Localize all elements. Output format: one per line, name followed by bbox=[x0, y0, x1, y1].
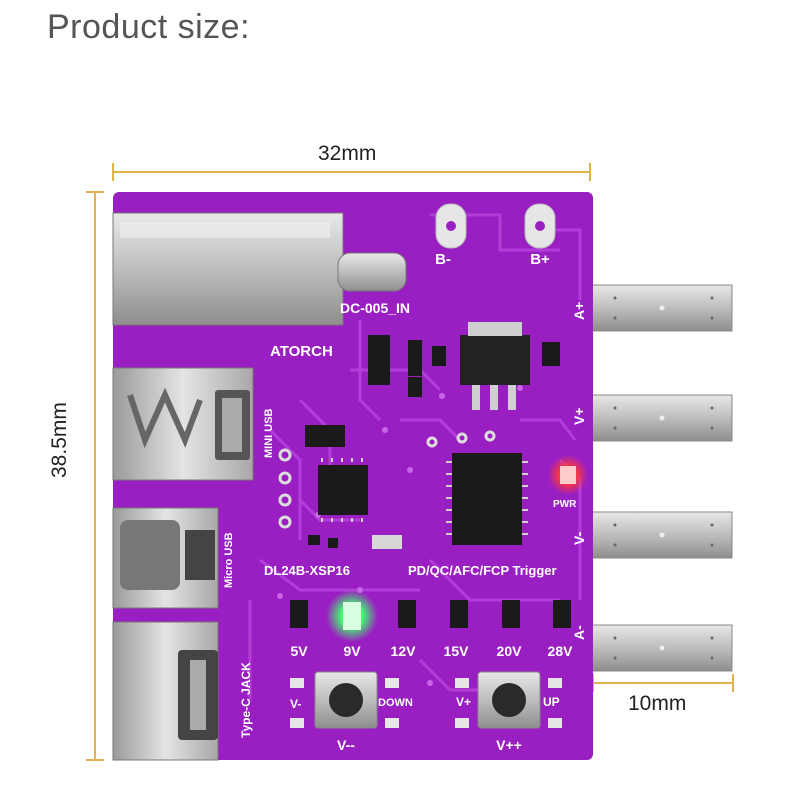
label-b-minus: B- bbox=[435, 251, 451, 268]
label-micro-usb: Micro USB bbox=[223, 532, 235, 588]
dimension-right bbox=[592, 674, 734, 692]
label-mini-usb: MINI USB bbox=[263, 408, 275, 458]
label-9v: 9V bbox=[343, 643, 361, 659]
height-dimension-label: 38.5mm bbox=[48, 402, 71, 478]
type-c-port bbox=[112, 621, 219, 761]
battery-pads bbox=[435, 203, 556, 249]
label-a-minus: A- bbox=[571, 625, 587, 640]
label-btn-left-minus: V- bbox=[290, 697, 301, 711]
label-5v: 5V bbox=[290, 643, 308, 659]
dimension-left bbox=[86, 191, 104, 761]
down-button[interactable] bbox=[314, 671, 378, 729]
label-12v: 12V bbox=[391, 643, 417, 659]
dimension-top bbox=[112, 163, 591, 181]
tab-dimension-label: 10mm bbox=[628, 692, 687, 715]
label-brand: ATORCH bbox=[270, 343, 333, 360]
label-up: UP bbox=[543, 695, 560, 709]
passive-components bbox=[308, 335, 560, 549]
label-down: DOWN bbox=[378, 697, 413, 709]
voltage-regulator bbox=[460, 322, 530, 410]
label-v-minus-minus: V-- bbox=[337, 737, 355, 753]
voltage-leds bbox=[290, 590, 571, 642]
label-btn-right-plus: V+ bbox=[456, 695, 471, 709]
pwr-led bbox=[548, 455, 588, 495]
page-title: Product size: bbox=[47, 8, 251, 46]
dc-barrel-jack bbox=[112, 212, 407, 326]
button-pads bbox=[290, 678, 562, 728]
label-28v: 28V bbox=[548, 643, 574, 659]
mini-usb-port bbox=[112, 367, 254, 481]
main-ic bbox=[446, 453, 528, 545]
label-b-plus: B+ bbox=[530, 251, 550, 268]
terminal-tabs bbox=[591, 284, 733, 672]
label-trigger: PD/QC/AFC/FCP Trigger bbox=[408, 563, 557, 578]
label-15v: 15V bbox=[444, 643, 470, 659]
qfn-chip bbox=[318, 458, 368, 522]
through-holes bbox=[278, 430, 496, 529]
label-20v: 20V bbox=[497, 643, 523, 659]
label-type-c: Type-C JACK bbox=[239, 662, 253, 738]
small-chip bbox=[305, 425, 345, 447]
label-v-plus: V+ bbox=[571, 407, 587, 425]
label-pwr: PWR bbox=[553, 499, 577, 510]
width-dimension-label: 32mm bbox=[318, 142, 377, 165]
label-dc-in: DC-005_IN bbox=[340, 300, 410, 316]
label-model: DL24B-XSP16 bbox=[264, 563, 350, 578]
label-v-plus-plus: V++ bbox=[496, 737, 522, 753]
up-button[interactable] bbox=[477, 671, 541, 729]
label-v-minus: V- bbox=[571, 531, 587, 545]
label-a-plus: A+ bbox=[571, 302, 587, 320]
micro-usb-port bbox=[112, 507, 219, 609]
